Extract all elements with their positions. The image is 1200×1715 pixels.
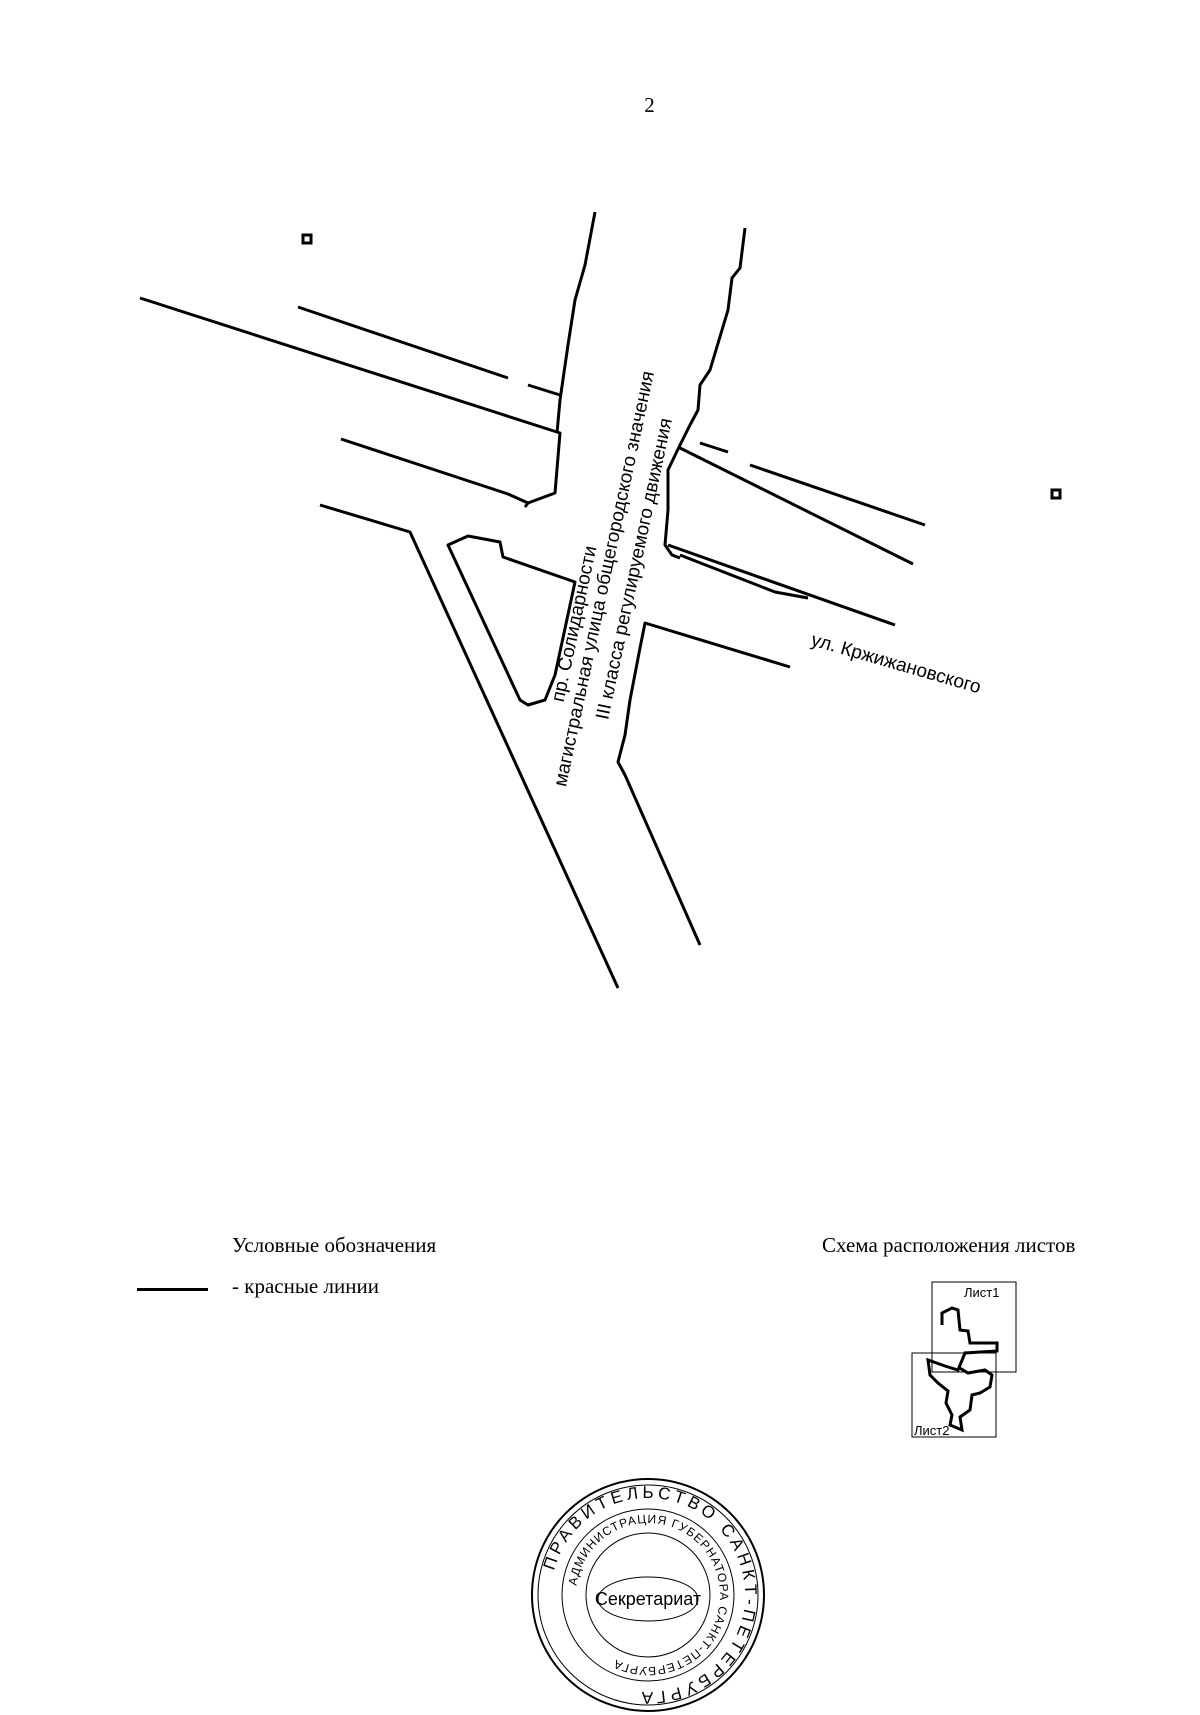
street-cross-name-label: ул. Кржижановского <box>809 630 984 699</box>
red-line <box>699 441 729 454</box>
red-line <box>340 437 529 505</box>
legend-title: Условные обозначения <box>232 1233 437 1257</box>
red-line <box>139 296 562 508</box>
red-line <box>679 553 809 600</box>
red-line <box>679 446 914 566</box>
sheet-layout-title: Схема расположения листов <box>822 1233 1076 1257</box>
sheet-2-label: Лист2 <box>914 1423 949 1438</box>
red-line <box>663 227 747 560</box>
red-line <box>667 543 896 627</box>
sheet-layout-scheme: Лист1 Лист2 <box>911 1281 1017 1438</box>
square-marker-icon <box>1050 488 1062 500</box>
legend-item-label: - красные линии <box>232 1274 379 1298</box>
sheet-outline <box>926 1306 999 1433</box>
official-seal: ПРАВИТЕЛЬСТВО САНКТ-ПЕТЕРБУРГА АДМИНИСТР… <box>531 1478 765 1712</box>
square-marker-icon <box>301 233 313 245</box>
red-line <box>297 305 509 380</box>
red-line <box>527 383 561 397</box>
legend-line-symbol <box>137 1288 208 1291</box>
red-line <box>319 503 620 989</box>
sheet-frame <box>911 1352 997 1438</box>
red-line <box>616 621 791 946</box>
red-line <box>446 534 577 707</box>
map-red-lines: пр. Солидарности магистральная улица общ… <box>139 211 1062 989</box>
page-number: 2 <box>644 93 655 117</box>
sheet-1-label: Лист1 <box>964 1285 999 1300</box>
red-line <box>555 211 597 434</box>
seal-center-text: Секретариат <box>595 1589 701 1609</box>
red-line <box>749 463 926 527</box>
